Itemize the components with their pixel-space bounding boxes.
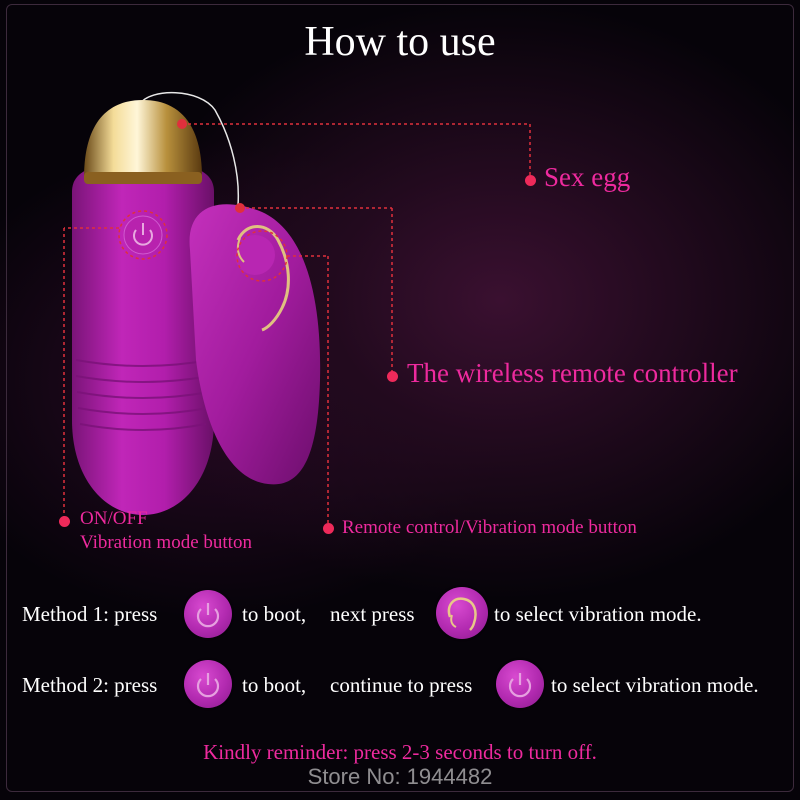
egg-gold-cap [84, 100, 202, 178]
method2-next: continue to press [330, 673, 473, 697]
remote-button-icon [436, 587, 488, 639]
image-frame [6, 4, 794, 792]
reminder-text: Kindly reminder: press 2-3 seconds to tu… [203, 740, 597, 764]
callout-remote-button [236, 230, 329, 528]
remote-controller-label: The wireless remote controller [407, 358, 738, 388]
remote-wave-icon [236, 225, 290, 332]
sex-egg-label: Sex egg [544, 162, 631, 192]
method1-next: next press [330, 602, 415, 626]
store-watermark: Store No: 1944482 [307, 764, 493, 789]
onoff-label-line2: Vibration mode button [80, 532, 252, 553]
power-button-icon [184, 660, 232, 708]
callout-dot [59, 516, 70, 527]
method1-suffix: to select vibration mode. [494, 602, 702, 626]
callout-dot [387, 371, 398, 382]
power-button-icon [496, 660, 544, 708]
power-icon [133, 223, 153, 246]
power-icon [196, 603, 220, 628]
onoff-label: ON/OFF Vibration mode button [80, 507, 252, 555]
remote-button-label: Remote control/Vibration mode button [342, 517, 637, 538]
remote-wave-icon [447, 597, 477, 631]
method1-middle: to boot, [242, 602, 307, 626]
power-icon [196, 673, 220, 698]
method2-suffix: to select vibration mode. [551, 673, 759, 697]
power-icon [508, 673, 532, 698]
onoff-label-line1: ON/OFF [80, 508, 148, 529]
power-button-icon [184, 590, 232, 638]
method2-prefix: Method 2: press [22, 673, 158, 697]
callout-sex-egg [177, 119, 531, 180]
callout-onoff [63, 210, 168, 522]
callout-remote [235, 203, 393, 376]
method1-prefix: Method 1: press [22, 602, 158, 626]
egg-body [72, 162, 214, 515]
callout-dot [525, 175, 536, 186]
method2-middle: to boot, [242, 673, 307, 697]
egg-ribs [75, 359, 211, 431]
callout-dot [323, 523, 334, 534]
page-title: How to use [304, 19, 496, 65]
antenna-wire [139, 92, 240, 206]
